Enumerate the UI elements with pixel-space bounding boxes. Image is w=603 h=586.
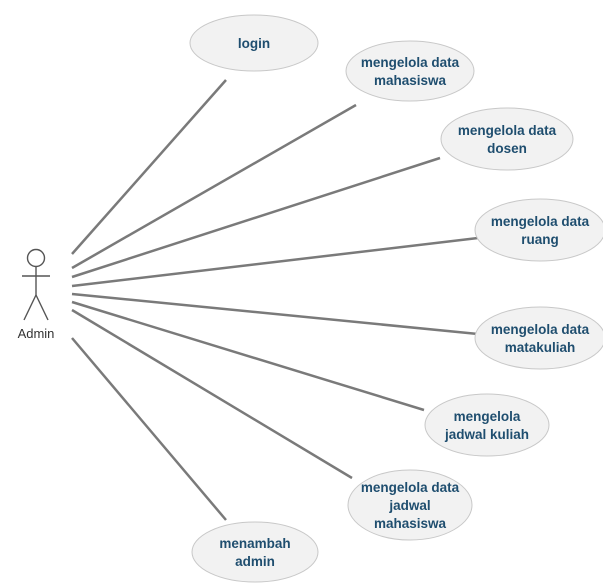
usecase-ellipse	[347, 469, 473, 541]
usecase-ellipse	[424, 393, 550, 457]
association-mengelola-jadwal-kuliah	[71, 300, 425, 412]
usecase-label: mahasiswa	[374, 516, 447, 531]
usecase-label: admin	[235, 554, 275, 569]
usecase-login: login	[189, 14, 319, 72]
usecase-label: dosen	[487, 141, 527, 156]
usecase-menambah-admin: menambah admin	[191, 521, 319, 583]
usecase-mengelola-data-ruang: mengelola data ruang	[474, 198, 603, 262]
usecase-mengelola-data-dosen: mengelola data dosen	[440, 107, 574, 171]
usecase-ellipse	[474, 306, 603, 370]
usecase-label: mengelola data	[361, 55, 460, 70]
association-mengelola-data-matakuliah	[71, 292, 479, 336]
usecase-mengelola-jadwal-kuliah: mengelola jadwal kuliah	[424, 393, 550, 457]
actor-right-leg	[35, 294, 49, 321]
actor-admin: Admin	[18, 248, 55, 341]
usecase-label: mengelola data	[491, 214, 590, 229]
association-mengelola-data-ruang	[71, 236, 479, 288]
usecase-label: mahasiswa	[374, 73, 447, 88]
usecase-label: jadwal	[388, 498, 430, 513]
association-mengelola-data-dosen	[71, 156, 441, 279]
usecase-label: menambah	[219, 536, 290, 551]
usecase-ellipse	[345, 40, 475, 102]
usecase-ellipse	[191, 521, 319, 583]
usecase-ellipse	[189, 14, 319, 72]
usecase-mengelola-data-jadwal-mahasiswa: mengelola data jadwal mahasiswa	[347, 469, 473, 541]
usecase-ellipse	[440, 107, 574, 171]
association-mengelola-data-mahasiswa	[71, 103, 357, 270]
usecase-label: login	[238, 36, 270, 51]
usecase-label: mengelola data	[458, 123, 557, 138]
actor-left-leg	[23, 294, 37, 321]
association-mengelola-data-jadwal-mahasiswa	[71, 308, 353, 480]
usecase-mengelola-data-matakuliah: mengelola data matakuliah	[474, 306, 603, 370]
association-lines	[71, 79, 479, 521]
usecase-mengelola-data-mahasiswa: mengelola data mahasiswa	[345, 40, 475, 102]
actor-head	[26, 248, 46, 268]
association-menambah-admin	[71, 337, 227, 521]
usecase-label: ruang	[521, 232, 559, 247]
usecase-ellipse	[474, 198, 603, 262]
usecase-label: matakuliah	[505, 340, 576, 355]
usecase-label: mengelola data	[491, 322, 590, 337]
association-login	[71, 79, 227, 255]
usecase-label: mengelola data	[361, 480, 460, 495]
actor-label: Admin	[18, 326, 55, 341]
usecase-label: jadwal kuliah	[444, 427, 529, 442]
usecase-label: mengelola	[454, 409, 521, 424]
